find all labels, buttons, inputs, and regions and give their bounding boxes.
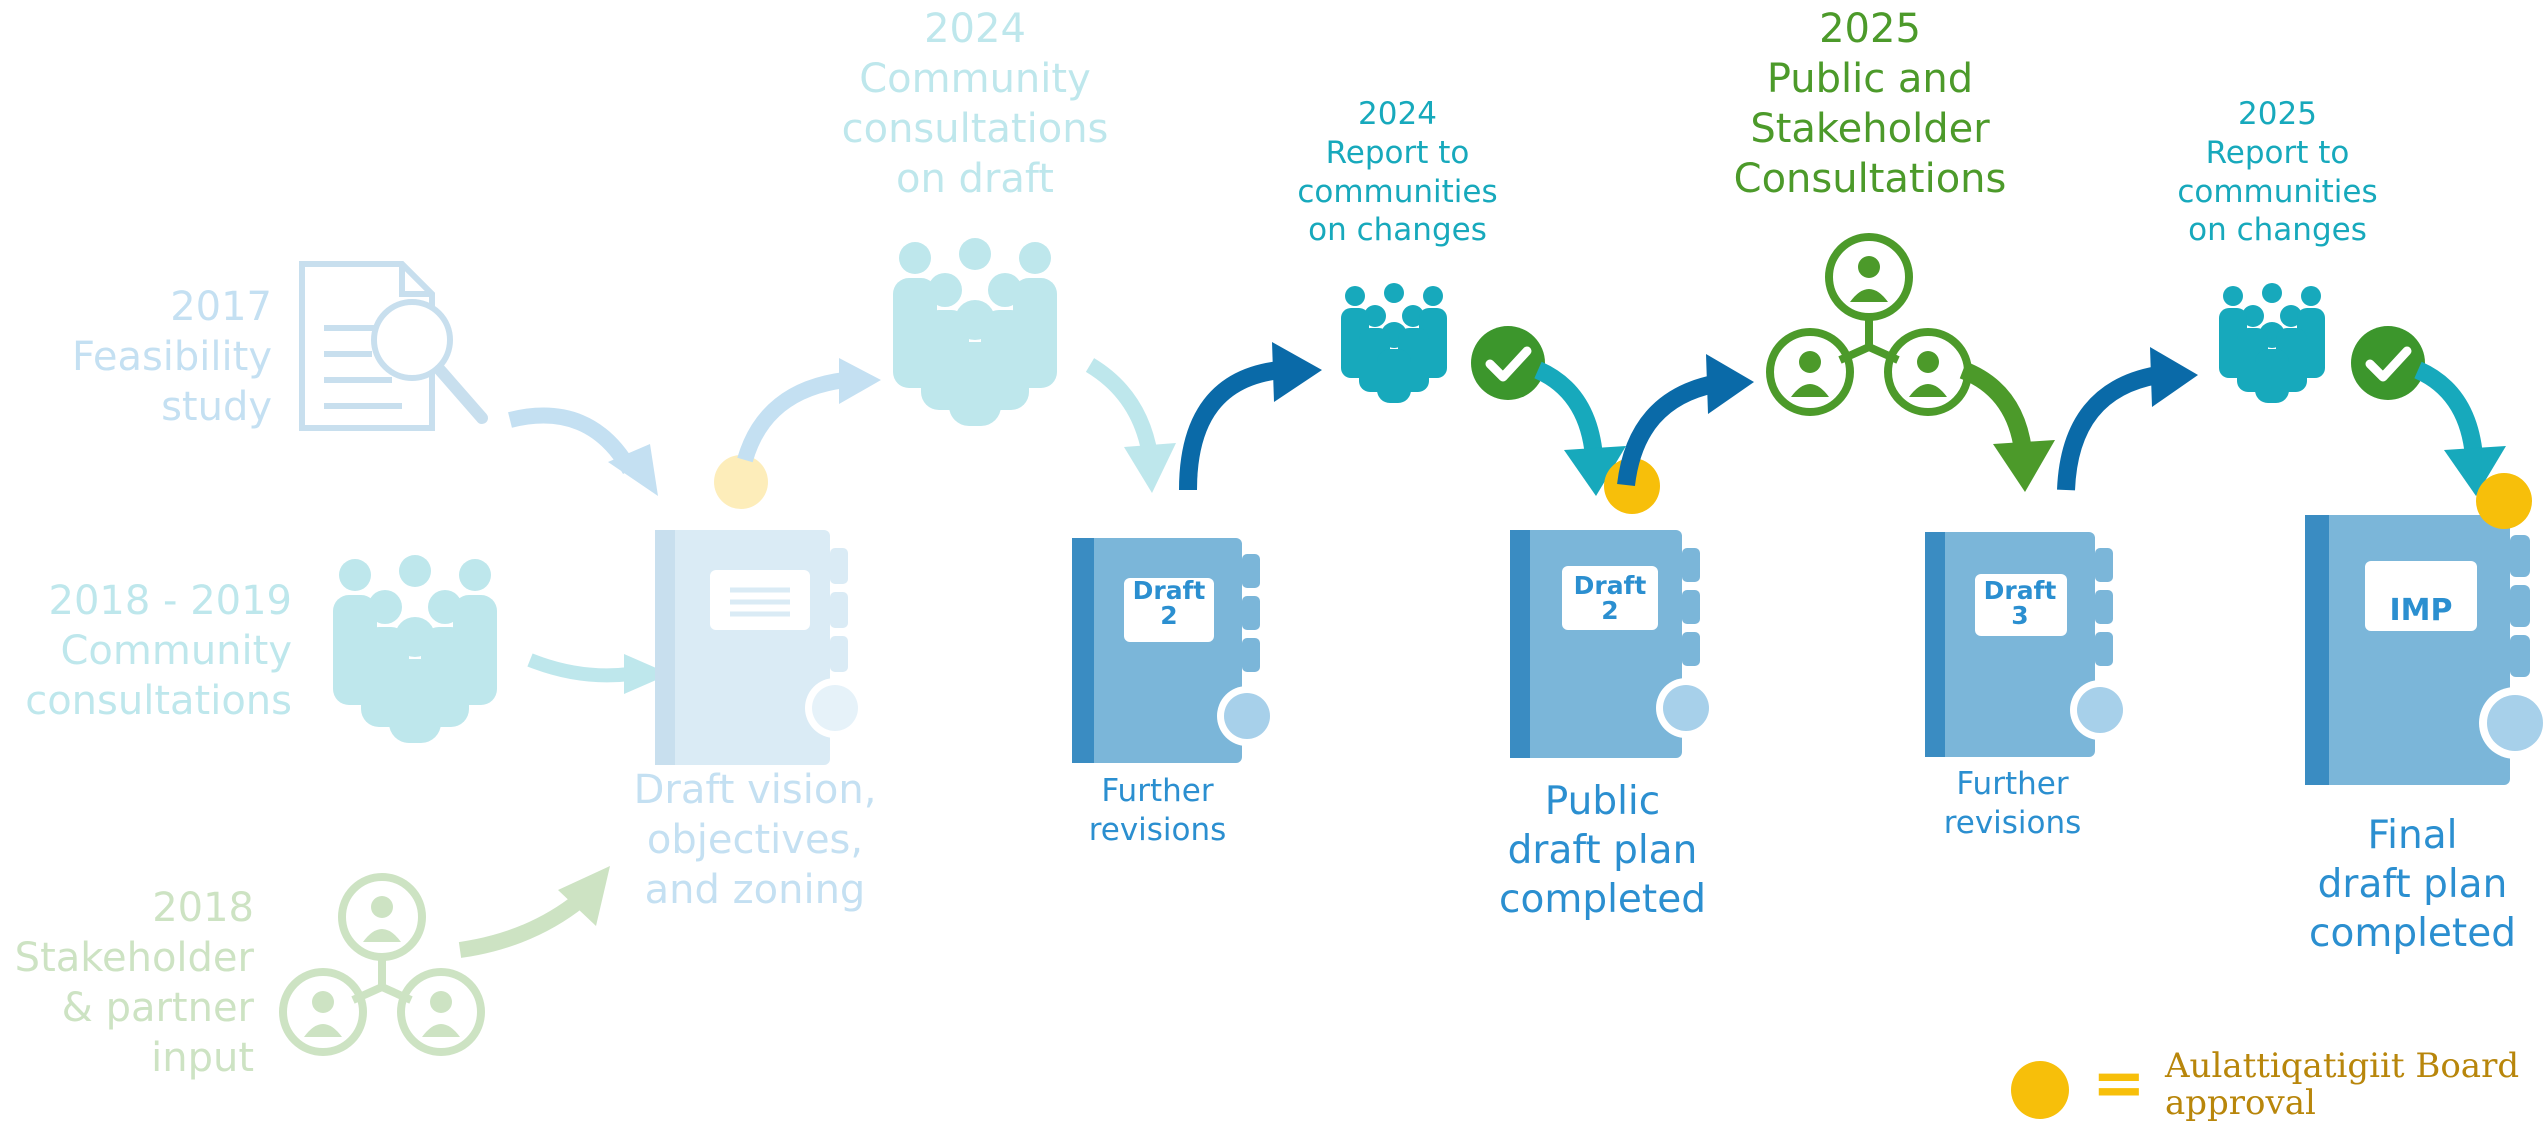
report-2025-label: 2025 Report to communities on changes xyxy=(2170,95,2385,250)
draft2-public-caption: Public draft plan completed xyxy=(1470,778,1735,924)
binder-icon xyxy=(1072,538,1277,763)
binder-icon xyxy=(1510,530,1716,758)
curved-arrow-icon xyxy=(508,407,658,496)
draft3-tab: Draft 3 xyxy=(1975,578,2065,628)
community-2024-line1: Community xyxy=(859,56,1091,102)
draft2-public-tab-word: Draft xyxy=(1573,571,1647,600)
draft2-revisions-caption2: revisions xyxy=(1088,811,1227,848)
binder-icon xyxy=(1925,532,2130,757)
document-search-icon xyxy=(299,261,488,431)
approval-dot-icon xyxy=(2476,473,2532,529)
report-2025-line3: on changes xyxy=(2188,212,2367,249)
draft2-public-tab: Draft 2 xyxy=(1565,573,1655,623)
legend-equals: = xyxy=(2092,1047,2146,1121)
draft2-revisions-caption1: Further xyxy=(1101,773,1214,809)
curved-arrow-icon xyxy=(2057,347,2198,491)
stakeholder-network-icon xyxy=(1766,233,1972,416)
stakeholder-2018-label: 2018 Stakeholder & partner input xyxy=(15,883,254,1083)
legend-label: Aulattiqatigiit Board approval xyxy=(2165,1046,2520,1124)
people-group-icon xyxy=(333,555,497,743)
approval-dot-icon xyxy=(1604,458,1660,514)
draft-vision-line3: and zoning xyxy=(644,867,866,913)
final-tab-word: IMP xyxy=(2389,593,2453,628)
draft2-revisions-tab-num: 2 xyxy=(1160,601,1178,630)
draft-vision-line1: Draft vision, xyxy=(633,767,877,813)
report-2025-line2: communities xyxy=(2177,173,2378,210)
feasibility-line2: study xyxy=(161,384,272,430)
legend-line1: Aulattiqatigiit Board xyxy=(2165,1046,2520,1086)
report-2024-label: 2024 Report to communities on changes xyxy=(1290,95,1505,250)
stakeholder-network-icon xyxy=(279,873,485,1056)
draft2-revisions-caption: Further revisions xyxy=(1070,772,1245,850)
people-group-icon xyxy=(1341,283,1447,403)
public-2025-year: 2025 xyxy=(1819,6,1921,52)
final-caption3: completed xyxy=(2309,910,2516,956)
curved-arrow-icon xyxy=(737,358,881,463)
report-2024-line1: Report to xyxy=(1325,134,1470,171)
draft2-revisions-tab-word: Draft xyxy=(1132,576,1206,605)
stakeholder-2018-year: 2018 xyxy=(152,885,254,931)
community-2018-line2: consultations xyxy=(25,678,292,724)
legend-line2: approval xyxy=(2165,1083,2316,1124)
report-2024-line3: on changes xyxy=(1308,212,1487,249)
draft3-tab-word: Draft xyxy=(1983,576,2057,605)
public-2025-line2: Stakeholder xyxy=(1750,106,1990,152)
feasibility-year: 2017 xyxy=(170,284,272,330)
draft2-revisions-tab: Draft 2 xyxy=(1124,578,1214,628)
draft3-caption1: Further xyxy=(1956,766,2069,802)
report-2025-line1: Report to xyxy=(2205,134,2350,171)
report-2024-year: 2024 xyxy=(1358,96,1437,132)
curved-arrow-icon xyxy=(527,653,670,694)
draft3-caption: Further revisions xyxy=(1925,765,2100,843)
stakeholder-2018-line3: input xyxy=(151,1035,254,1081)
public-2025-line1: Public and xyxy=(1766,56,1974,102)
community-2024-year: 2024 xyxy=(924,6,1026,52)
check-circle-icon xyxy=(1471,326,1545,400)
draft-vision-caption: Draft vision, objectives, and zoning xyxy=(620,765,890,915)
public-2025-label: 2025 Public and Stakeholder Consultation… xyxy=(1710,4,2030,204)
final-caption: Final draft plan completed xyxy=(2300,812,2525,958)
stakeholder-2018-line2: & partner xyxy=(61,985,254,1031)
approval-dot-icon xyxy=(714,455,768,509)
community-2018-year: 2018 - 2019 xyxy=(48,578,292,624)
curved-arrow-icon xyxy=(1617,354,1754,487)
final-caption1: Final xyxy=(2367,813,2458,858)
check-circle-icon xyxy=(2351,326,2425,400)
curved-arrow-icon xyxy=(458,866,610,958)
binder-icon xyxy=(2305,515,2547,785)
final-caption2: draft plan xyxy=(2317,861,2508,907)
draft-vision-line2: objectives, xyxy=(646,817,864,863)
draft3-tab-num: 3 xyxy=(2011,601,2029,630)
community-2024-label: 2024 Community consultations on draft xyxy=(825,4,1125,204)
binder-icon xyxy=(655,530,865,765)
community-2024-line3: on draft xyxy=(896,156,1054,202)
final-tab: IMP xyxy=(2365,592,2477,630)
draft2-public-tab-num: 2 xyxy=(1601,596,1619,625)
feasibility-label: 2017 Feasibility study xyxy=(72,282,272,432)
community-2018-line1: Community xyxy=(60,628,292,674)
community-2024-line2: consultations xyxy=(841,106,1109,152)
draft2-public-caption2: draft plan xyxy=(1507,827,1698,873)
draft2-public-caption3: completed xyxy=(1499,876,1706,922)
people-group-icon xyxy=(2219,283,2325,403)
draft3-caption2: revisions xyxy=(1943,804,2082,841)
curved-arrow-icon xyxy=(1179,342,1322,491)
draft2-public-caption1: Public xyxy=(1544,779,1661,824)
report-2025-year: 2025 xyxy=(2238,96,2317,132)
people-group-icon xyxy=(893,238,1057,426)
feasibility-line1: Feasibility xyxy=(72,334,272,380)
curved-arrow-icon xyxy=(1085,358,1176,493)
stakeholder-2018-line1: Stakeholder xyxy=(14,935,254,981)
curved-arrow-icon xyxy=(1959,361,2055,492)
community-2018-label: 2018 - 2019 Community consultations xyxy=(25,576,292,726)
report-2024-line2: communities xyxy=(1297,173,1498,210)
public-2025-line3: Consultations xyxy=(1733,156,2007,202)
curved-arrow-icon xyxy=(1534,361,1626,496)
curved-arrow-icon xyxy=(2414,361,2506,496)
approval-dot-icon xyxy=(2011,1061,2069,1119)
